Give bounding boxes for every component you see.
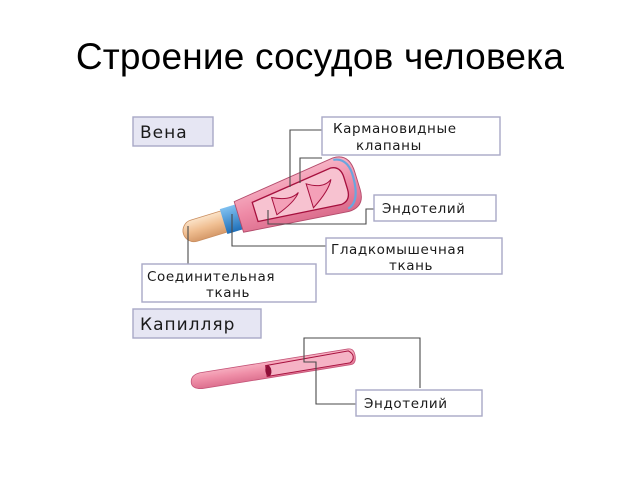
vein-header: Вена — [132, 116, 214, 147]
capillary-leader — [303, 337, 421, 405]
label-smooth-muscle-line1: Гладкомышечная — [331, 242, 465, 258]
label-valves-line2: клапаны — [356, 138, 422, 154]
label-capillary-endothelium-text: Эндотелий — [364, 396, 448, 412]
vein-illustration — [182, 156, 362, 243]
vein-leaders — [187, 129, 374, 268]
vein-valve-right — [305, 179, 332, 209]
capillary-lumen — [265, 350, 354, 378]
label-connective-line1: Соединительная — [147, 269, 275, 285]
capillary-illustration — [190, 348, 356, 390]
label-connective: Соединительная ткань — [141, 263, 317, 303]
vein-header-label: Вена — [140, 123, 188, 143]
label-connective-line2: ткань — [206, 285, 250, 301]
capillary-header-label: Капилляр — [140, 315, 235, 335]
vein-valve-left — [270, 192, 299, 216]
capillary-header: Капилляр — [132, 308, 262, 339]
label-capillary-endothelium: Эндотелий — [355, 389, 483, 417]
vein-connective-layer — [182, 156, 362, 243]
label-vein-endothelium: Эндотелий — [373, 194, 497, 222]
label-valves: Кармановидные клапаны — [321, 116, 501, 156]
label-smooth-muscle: Гладкомышечная ткань — [325, 237, 503, 275]
capillary-opening — [265, 365, 272, 377]
slide-title: Строение сосудов человека — [75, 36, 565, 77]
label-smooth-muscle-line2: ткань — [389, 258, 433, 274]
label-valves-line1: Кармановидные — [333, 121, 457, 137]
label-vein-endothelium-text: Эндотелий — [382, 201, 466, 217]
